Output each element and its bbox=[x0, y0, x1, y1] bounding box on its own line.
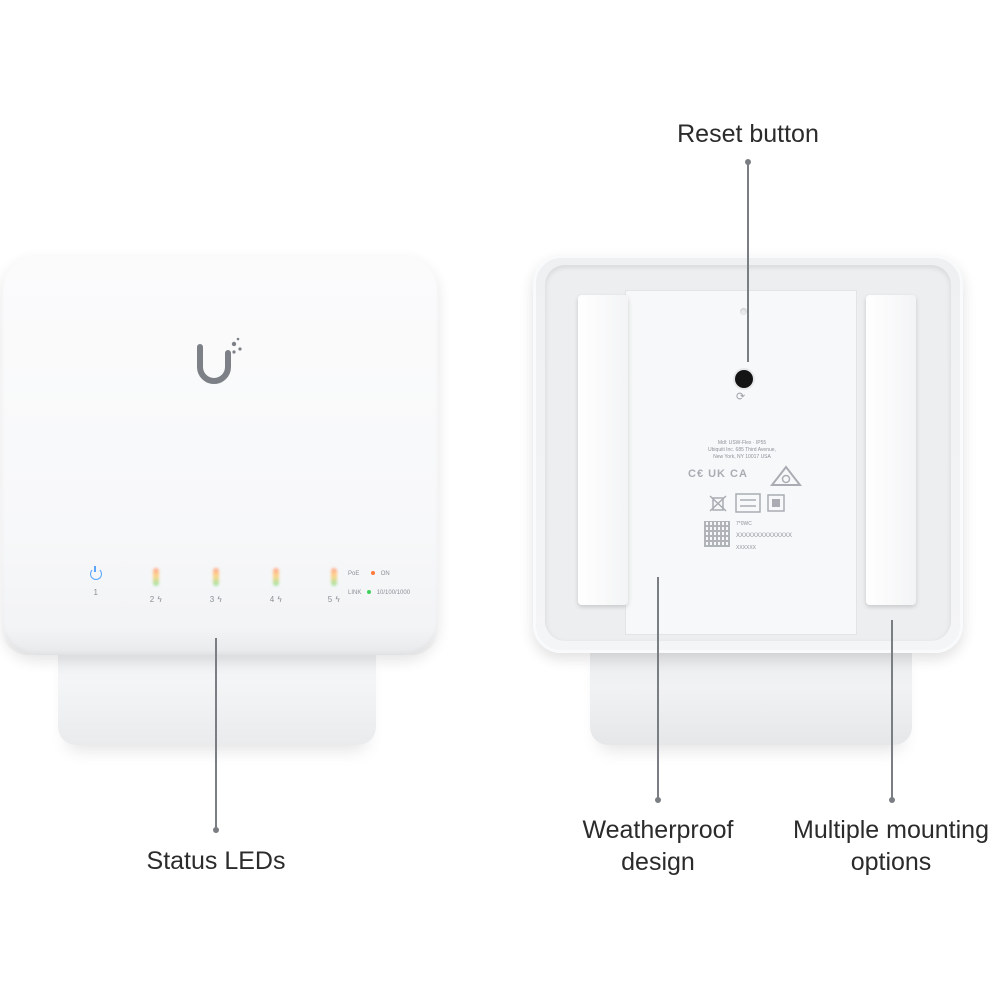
link-legend-speed: 10/100/1000 bbox=[376, 590, 411, 596]
weee-bin-icon bbox=[709, 495, 727, 512]
status-leds-callout-line bbox=[215, 638, 217, 828]
weatherproof-callout-dot bbox=[655, 797, 661, 803]
mounting-caption-line-2: options bbox=[850, 848, 932, 876]
mounting-callout-dot bbox=[889, 797, 895, 803]
port-led-3: 3 ϟ bbox=[196, 568, 236, 604]
reset-icon: ⟳ bbox=[736, 391, 746, 403]
ubiquiti-logo-icon bbox=[197, 337, 242, 384]
power-icon bbox=[90, 566, 102, 580]
reset-button-caption: Reset button bbox=[677, 120, 819, 148]
mounting-rail-right bbox=[866, 295, 916, 605]
compliance-mark-icon bbox=[735, 493, 761, 513]
status-led bbox=[153, 568, 159, 586]
status-leds-callout-dot bbox=[213, 827, 219, 833]
serial-line-3: XXXXXX bbox=[736, 545, 757, 551]
port-led-5: 5 ϟ bbox=[314, 568, 354, 604]
poe-legend: PoE ON bbox=[348, 571, 390, 577]
compliance-mark-2-icon bbox=[767, 494, 785, 512]
mounting-callout-line bbox=[891, 620, 893, 800]
front-device-body bbox=[2, 255, 438, 655]
mounting-rail-left bbox=[578, 295, 628, 605]
qr-code-icon bbox=[704, 521, 730, 547]
front-stand bbox=[58, 640, 376, 745]
rear-label-panel bbox=[625, 290, 857, 635]
rear-stand bbox=[590, 640, 912, 745]
link-indicator-dot bbox=[367, 590, 372, 595]
poe-indicator-dot bbox=[371, 571, 376, 576]
regulatory-text-line-2: Ubiquiti Inc. 685 Third Avenue, bbox=[708, 447, 776, 453]
reset-callout-line bbox=[747, 162, 749, 362]
serial-line-2: XXXXXXXXXXXXXX bbox=[736, 533, 793, 539]
weatherproof-callout-line bbox=[657, 577, 659, 799]
regulatory-text-line-3: New York, NY 10017 USA bbox=[713, 454, 771, 460]
certification-triangle-icon bbox=[770, 465, 802, 486]
certification-marks: C€ UK CA bbox=[688, 468, 748, 480]
link-legend: LINK 10/100/1000 bbox=[348, 590, 410, 596]
status-led bbox=[273, 568, 279, 586]
reset-button[interactable] bbox=[735, 370, 753, 388]
indicator-hole bbox=[740, 308, 747, 315]
mounting-caption-line-1: Multiple mounting bbox=[793, 816, 989, 844]
port-led-4: 4 ϟ bbox=[256, 568, 296, 604]
status-leds-caption: Status LEDs bbox=[146, 847, 286, 875]
weatherproof-caption-line-1: Weatherproof bbox=[582, 816, 734, 844]
power-led-column: 1 bbox=[76, 566, 116, 597]
port-label-5: 5 bbox=[327, 595, 333, 604]
link-legend-label: LINK bbox=[348, 590, 362, 596]
port-led-2: 2 ϟ bbox=[136, 568, 176, 604]
port-label-3: 3 bbox=[209, 595, 215, 604]
weatherproof-caption-line-2: design bbox=[621, 848, 695, 876]
status-led bbox=[331, 568, 337, 586]
poe-legend-state: ON bbox=[380, 571, 390, 577]
status-led bbox=[213, 568, 219, 586]
port-label-1: 1 bbox=[93, 588, 99, 597]
port-label-4: 4 bbox=[269, 595, 275, 604]
poe-legend-label: PoE bbox=[348, 571, 360, 577]
regulatory-text-line-1: Mdl: USW-Flex · IP55 bbox=[717, 440, 767, 446]
port-label-2: 2 bbox=[149, 595, 155, 604]
serial-line-1: 7*0WC bbox=[736, 521, 752, 527]
